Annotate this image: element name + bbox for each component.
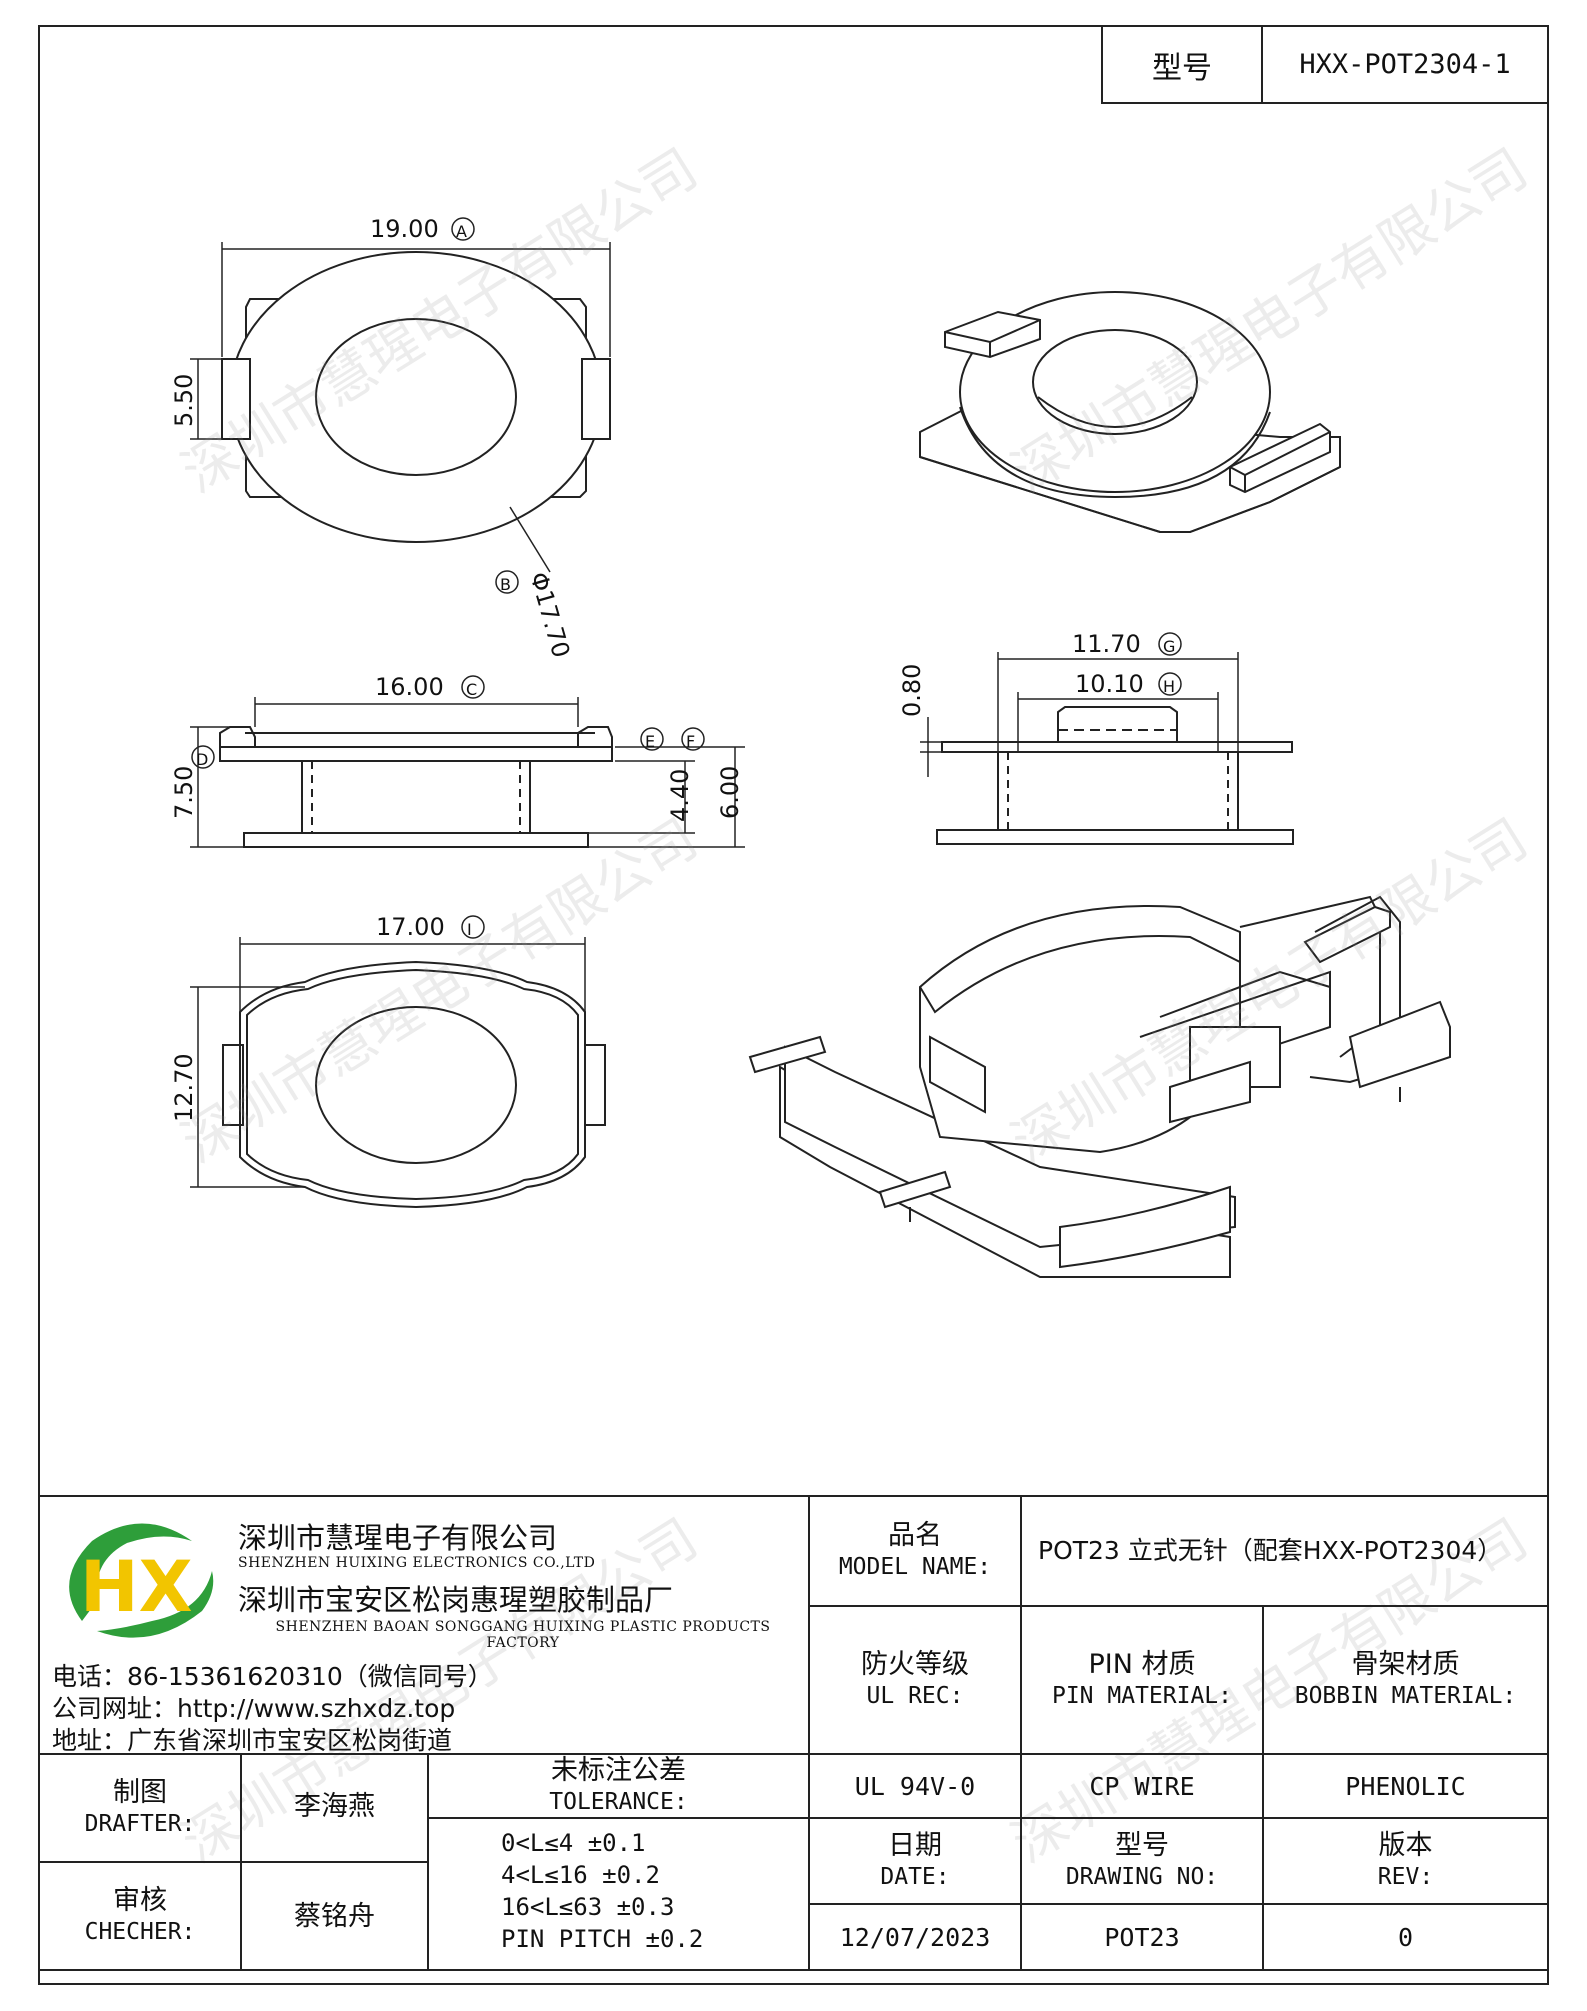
bobbin-cn: 骨架材质: [1351, 1649, 1460, 1680]
technical-drawing: 19.00 5.50 Φ17.70 A B: [170, 215, 1451, 1278]
drawing-no-value: POT23: [1022, 1905, 1264, 1971]
company-area: HX 深圳市慧瑆电子有限公司 SHENZHEN HUIXING ELECTRON…: [40, 1497, 810, 1755]
date-value: 12/07/2023: [810, 1905, 1022, 1971]
drafter-en: DRAFTER:: [84, 1811, 196, 1837]
rev-value: 0: [1264, 1905, 1547, 1971]
tolerance-line-2: 4<L≤16 ±0.2: [501, 1861, 660, 1889]
company-logo: HX: [69, 1523, 214, 1638]
bobbin-value: PHENOLIC: [1264, 1755, 1547, 1819]
bobbin-en: BOBBIN MATERIAL:: [1294, 1683, 1517, 1709]
drafter-cn: 制图: [113, 1777, 167, 1808]
ul-cn: 防火等级: [861, 1649, 969, 1680]
rev-cn: 版本: [1378, 1830, 1433, 1861]
model-value: HXX-POT2304-1: [1299, 49, 1511, 80]
mark-g: G: [1163, 637, 1175, 656]
tolerance-cn: 未标注公差: [551, 1755, 686, 1786]
rev-label: 版本 REV:: [1264, 1819, 1547, 1905]
mark-e: E: [645, 732, 655, 751]
pin-value: CP WIRE: [1022, 1755, 1264, 1819]
pin-cn: PIN 材质: [1088, 1649, 1196, 1680]
model-name-cn: 品名: [888, 1520, 942, 1551]
drawing-sheet: 型号 HXX-POT2304-1 19.00 5.50 Φ17.70 A: [38, 25, 1549, 1985]
drafter-value-cell: 李海燕 蔡铭舟: [242, 1755, 429, 1971]
model-header: 型号 HXX-POT2304-1: [1101, 27, 1547, 104]
date-en: DATE:: [880, 1864, 950, 1890]
checker-value: 蔡铭舟: [294, 1901, 375, 1932]
model-key: 型号: [1103, 27, 1263, 102]
dim-h-value: 11.70: [1072, 630, 1141, 658]
mark-f: F: [686, 732, 695, 751]
model-name-value: POT23 立式无针（配套HXX-POT2304）: [1038, 1536, 1503, 1565]
tolerance-en: TOLERANCE:: [549, 1789, 688, 1815]
mark-i: I: [467, 920, 472, 939]
company-phone: 电话：86-15361620310（微信同号）: [52, 1662, 493, 1691]
model-name-value-cell: POT23 立式无针（配套HXX-POT2304）: [1022, 1497, 1547, 1607]
drawing-no-cn: 型号: [1115, 1830, 1169, 1861]
company-web: 公司网址：http://www.szhxdz.top: [52, 1694, 456, 1723]
side-view: 11.70 10.10 0.80 G H: [898, 630, 1294, 845]
bobbin-material-label: 骨架材质 BOBBIN MATERIAL:: [1264, 1607, 1547, 1755]
dim-g-value: 6.00: [716, 766, 744, 819]
ul-value: UL 94V-0: [810, 1755, 1022, 1819]
checker-en: CHECHER:: [84, 1919, 196, 1945]
mark-h: H: [1163, 677, 1175, 696]
iso-view-assembly: [748, 895, 1451, 1278]
model-name-label: 品名 MODEL NAME:: [810, 1497, 1022, 1607]
checker-cn: 审核: [113, 1885, 167, 1916]
model-name-en: MODEL NAME:: [838, 1554, 992, 1580]
tolerance-line-4: PIN PITCH ±0.2: [501, 1925, 704, 1953]
title-block: HX 深圳市慧瑆电子有限公司 SHENZHEN HUIXING ELECTRON…: [40, 1495, 1547, 1985]
pin-en: PIN MATERIAL:: [1051, 1683, 1232, 1709]
pin-material-label: PIN 材质 PIN MATERIAL:: [1022, 1607, 1264, 1755]
dim-l-value: 12.70: [170, 1053, 198, 1122]
front-view: 16.00 7.50 4.40 6.00 C D E F: [170, 673, 745, 848]
dim-k-value: 17.00: [376, 913, 445, 941]
iso-view-top: [919, 291, 1341, 533]
ul-en: UL REC:: [866, 1683, 964, 1709]
tolerance-values: 0<L≤4 ±0.1 4<L≤16 ±0.2 16<L≤63 ±0.3 PIN …: [429, 1819, 810, 1971]
dim-b-value: 5.50: [170, 374, 198, 427]
mark-b: B: [500, 575, 511, 594]
drawing-no-label: 型号 DRAWING NO:: [1022, 1819, 1264, 1905]
mark-a: A: [456, 222, 467, 241]
mark-c: C: [466, 680, 477, 699]
dim-a-value: 19.00: [370, 215, 439, 243]
company-address: 地址：广东省深圳市宝安区松岗街道: [52, 1726, 453, 1755]
company-name-en: SHENZHEN HUIXING ELECTRONICS CO.,LTD: [238, 1555, 596, 1571]
date-cn: 日期: [888, 1830, 942, 1861]
tolerance-label: 未标注公差 TOLERANCE:: [429, 1755, 810, 1819]
drafter-label: 制图 DRAFTER:: [40, 1755, 242, 1863]
dim-i-value: 10.10: [1075, 670, 1144, 698]
date-label: 日期 DATE:: [810, 1819, 1022, 1905]
bottom-view: 17.00 12.70 I: [170, 913, 606, 1209]
drafter-value: 李海燕: [294, 1791, 375, 1822]
company-name-cn: 深圳市慧瑆电子有限公司: [238, 1521, 558, 1555]
dim-e-value: 7.50: [170, 766, 198, 819]
tolerance-line-1: 0<L≤4 ±0.1: [501, 1829, 646, 1857]
dim-j-value: 0.80: [898, 664, 926, 717]
dim-d-value: 16.00: [375, 673, 444, 701]
checker-label: 审核 CHECHER:: [40, 1863, 242, 1971]
factory-name-cn: 深圳市宝安区松岗惠瑆塑胶制品厂: [238, 1583, 674, 1617]
top-view: 19.00 5.50 Φ17.70 A B: [170, 215, 611, 661]
rev-en: REV:: [1377, 1864, 1434, 1890]
factory-name-en: SHENZHEN BAOAN SONGGANG HUIXING PLASTIC …: [275, 1619, 771, 1651]
dim-f-value: 4.40: [666, 769, 694, 822]
tolerance-line-3: 16<L≤63 ±0.3: [501, 1893, 675, 1921]
dim-c-value: Φ17.70: [524, 569, 575, 661]
drawing-no-en: DRAWING NO:: [1065, 1864, 1219, 1890]
ul-label: 防火等级 UL REC:: [810, 1607, 1022, 1755]
logo-letters: HX: [80, 1546, 193, 1628]
mark-d: D: [196, 750, 208, 769]
